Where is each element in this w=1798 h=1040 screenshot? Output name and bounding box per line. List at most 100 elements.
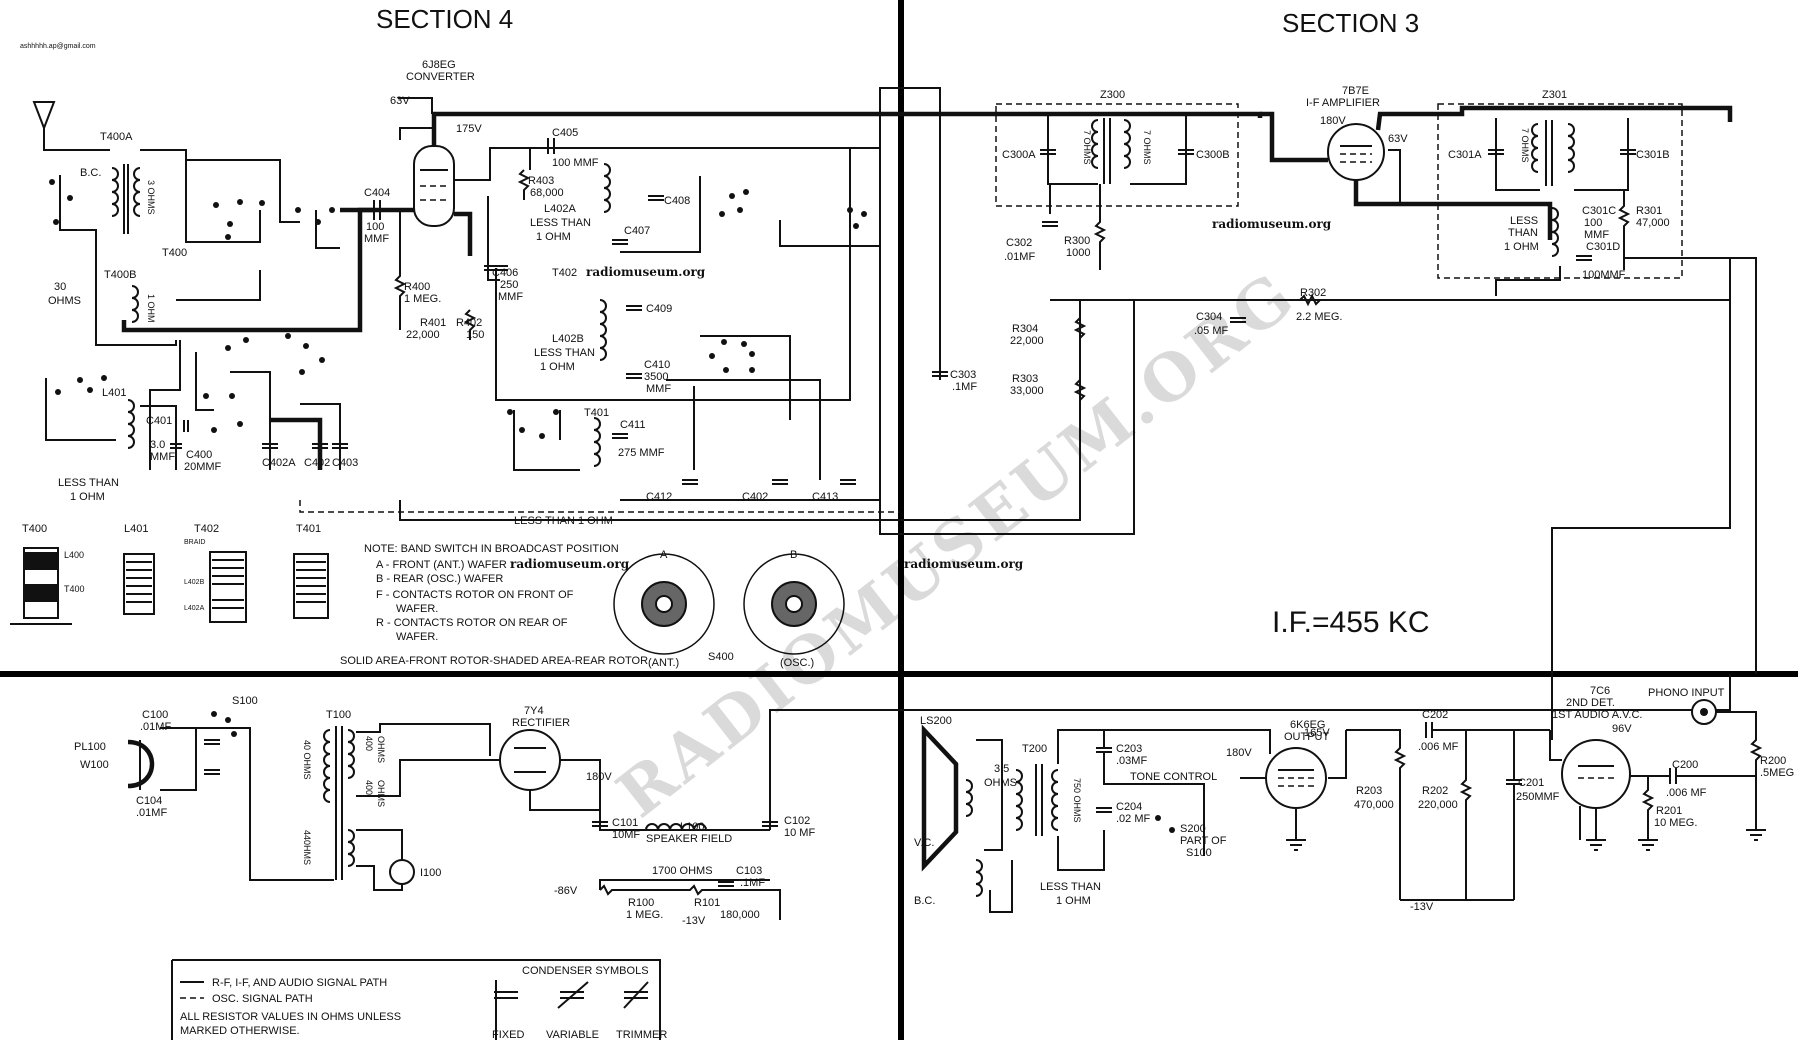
c301cv-label: 100	[1584, 217, 1602, 229]
view-t401-title: T401	[296, 523, 321, 535]
legend-line-2: OSC. SIGNAL PATH	[212, 993, 313, 1005]
c204v-label: .02 MF	[1116, 813, 1151, 825]
power-plug-icon	[127, 739, 155, 789]
c407-label: C407	[624, 225, 650, 237]
c402b-label: C402	[742, 491, 768, 503]
t100-filament-coil	[347, 829, 355, 867]
t200-label: T200	[1022, 743, 1047, 755]
tube-7b7e-function: I-F AMPLIFIER	[1306, 97, 1380, 109]
ohm7a-label: 7 OHMS	[1082, 130, 1092, 165]
c302v-label: .01MF	[1004, 251, 1035, 263]
r203-resistor	[1346, 729, 1407, 900]
t402-label: T402	[552, 267, 577, 279]
o400b-label: OHMS	[376, 736, 386, 763]
note-4: F - CONTACTS ROTOR ON FRONT OF	[376, 589, 574, 601]
pilot-lamp-icon	[389, 859, 415, 885]
c410u-label: MMF	[646, 383, 671, 395]
vc-label: V.C.	[914, 837, 934, 849]
v175-label: 175V	[456, 123, 482, 135]
z301-primary-coil	[1531, 123, 1539, 173]
r303v-label: 33,000	[1010, 385, 1044, 397]
view-t400-title: T400	[22, 523, 47, 535]
c302-label: C302	[1006, 237, 1032, 249]
tube-6k6eg-function: OUTPUT	[1284, 731, 1330, 743]
r304-r303-resistors	[1073, 300, 1087, 440]
r402v-label: 150	[466, 329, 484, 341]
r301v-label: 47,000	[1636, 217, 1670, 229]
section-4-rf-converter: T400A B.C. 3 OHMS T400B T400 1 OHM 30 OH…	[10, 59, 1263, 669]
o400c-label: 400	[364, 780, 374, 795]
s200-label: S200	[1180, 823, 1206, 835]
r301-resistor	[1617, 190, 1631, 270]
l100-label: L100	[680, 821, 704, 833]
legend-line-4: MARKED OTHERWISE.	[180, 1025, 300, 1037]
r303-label: R303	[1012, 373, 1038, 385]
note-1: NOTE: BAND SWITCH IN BROADCAST POSITION	[364, 543, 619, 555]
c102v-label: 10 MF	[784, 827, 815, 839]
bc2-label: B.C.	[914, 895, 935, 907]
lt5a-label: LESS	[1510, 215, 1538, 227]
c200v-label: .006 MF	[1666, 787, 1707, 799]
c406-label: C406	[492, 267, 518, 279]
c301dv-label: 100MMF	[1582, 269, 1626, 281]
legend-fixed: FIXED	[492, 1029, 524, 1040]
t400a-label: T400A	[100, 131, 133, 143]
r402-label: R402	[456, 317, 482, 329]
r202-resistor	[1459, 730, 1473, 900]
t100-label: T100	[326, 709, 351, 721]
v96-label: 96V	[1612, 723, 1632, 735]
c404u-label: MMF	[364, 233, 389, 245]
lt2b-label: 1 OHM	[540, 361, 575, 373]
section-4-heading: SECTION 4	[376, 4, 513, 34]
r403-label: R403	[528, 175, 554, 187]
tube-7b7e	[1327, 123, 1385, 181]
ohm1-label: 1 OHM	[146, 294, 156, 323]
section-power-supply: S100 C100 .01MF PL100 W100 C104 .01MF T1…	[74, 674, 1731, 1040]
view-braid-label: BRAID	[184, 539, 205, 546]
t400-label: T400	[162, 247, 187, 259]
legend-trimmer: TRIMMER	[616, 1029, 667, 1040]
c301d-label: C301D	[1586, 241, 1620, 253]
r304v-label: 22,000	[1010, 335, 1044, 347]
c104-label: C104	[136, 795, 162, 807]
z300-shield	[995, 103, 1239, 207]
c411v-label: 275 MMF	[618, 447, 665, 459]
bc-label: B.C.	[80, 167, 101, 179]
c303v-label: .1MF	[952, 381, 977, 393]
c400-label: C400	[186, 449, 212, 461]
z301-coupling-coil	[1551, 207, 1559, 257]
c303-label: C303	[950, 369, 976, 381]
c412-label: C412	[646, 491, 672, 503]
lt5b-label: THAN	[1508, 227, 1538, 239]
c304v-label: .05 MF	[1194, 325, 1229, 337]
l402b-coil	[599, 299, 607, 361]
ohms3-label: 3 OHMS	[146, 180, 156, 215]
r100-label: R100	[628, 897, 654, 909]
view-l401-title: L401	[124, 523, 148, 535]
tube-7c6-type: 7C6	[1590, 685, 1610, 697]
tube-7c6	[1561, 739, 1631, 809]
l100v-label: 1700 OHMS	[652, 865, 713, 877]
c405v-label: 100 MMF	[552, 157, 599, 169]
c200-label: C200	[1672, 759, 1698, 771]
o400a-label: 400	[364, 736, 374, 751]
s100-label: S100	[232, 695, 258, 707]
r101-label: R101	[694, 897, 720, 909]
c100-label: C100	[142, 709, 168, 721]
vm13b-label: -13V	[1410, 901, 1434, 913]
r202-label: R202	[1422, 785, 1448, 797]
z301-label: Z301	[1542, 89, 1567, 101]
watermark-small-2: radiomuseum.org	[510, 557, 630, 571]
r400-resistor	[393, 210, 407, 330]
t200-secondary-coil	[1015, 769, 1023, 831]
ohm7b-label: 7 OHMS	[1142, 130, 1152, 165]
c404-label: C404	[364, 187, 390, 199]
c202-label: C202	[1422, 709, 1448, 721]
o40-label: 40 OHMS	[302, 740, 312, 780]
watermark-big: RADIOMUSEUM.ORG	[604, 257, 1311, 832]
note-2: A - FRONT (ANT.) WAFER	[376, 559, 507, 571]
s200b-label: S100	[1186, 847, 1212, 859]
c201v-label: 250MMF	[1516, 791, 1560, 803]
lt5c-label: 1 OHM	[1504, 241, 1539, 253]
